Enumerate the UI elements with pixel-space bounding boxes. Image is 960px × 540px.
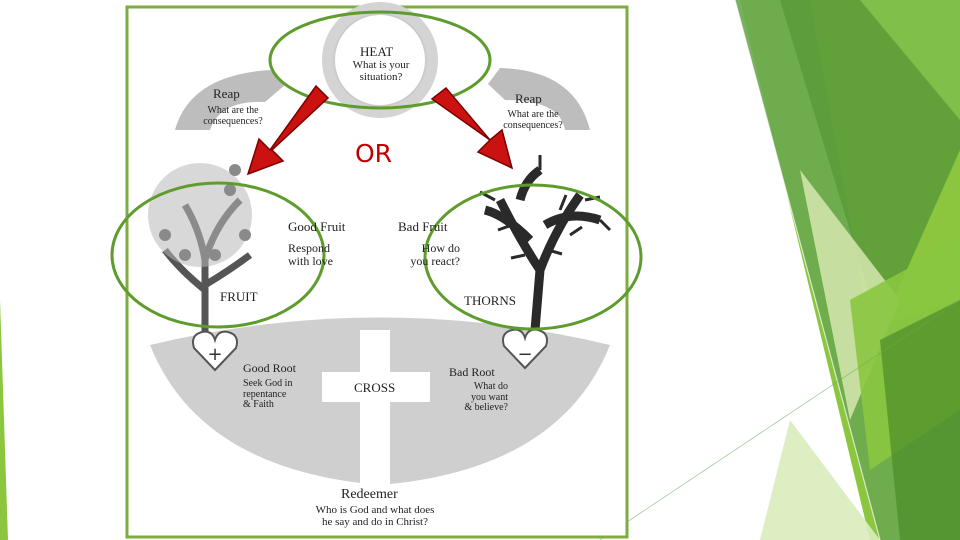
thorn-tree-icon: [479, 155, 612, 331]
good-root-subtitle: Seek God in repentance & Faith: [243, 378, 293, 410]
cross-label: CROSS: [354, 380, 396, 395]
or-label: OR: [355, 139, 393, 168]
svg-text:+: +: [207, 344, 222, 365]
redeemer-title: Redeemer: [341, 487, 398, 502]
bad-fruit-subtitle: How do you react?: [410, 241, 460, 268]
svg-text:−: −: [517, 344, 532, 365]
thorns-label: THORNS: [464, 293, 517, 308]
redeemer-subtitle: Who is God and what does he say and do i…: [315, 504, 435, 528]
cross-icon: [322, 330, 430, 520]
arrow-to-bad-fruit-icon: [430, 86, 514, 170]
reap-left-subtitle: What are the consequences?: [203, 105, 263, 127]
good-root-heart-icon: +: [192, 330, 238, 372]
left-accent-sliver: [0, 300, 8, 540]
good-fruit-subtitle: Respond with love: [288, 241, 333, 268]
decorative-green-facets: [599, 0, 960, 540]
bad-root-subtitle: What do you want & believe?: [464, 381, 508, 413]
reap-right-subtitle: What are the consequences?: [503, 109, 563, 131]
heat-subtitle: What is your situation?: [352, 59, 410, 83]
good-root-title: Good Root: [243, 361, 297, 375]
fruit-highlight-circle: [110, 181, 326, 329]
arrow-to-good-fruit-icon: [246, 84, 330, 176]
heat-title: HEAT: [360, 44, 394, 59]
reap-left-title: Reap: [213, 86, 240, 101]
fruit-label: FRUIT: [220, 289, 258, 304]
reap-left-arrow-icon: [175, 70, 285, 130]
reap-right-title: Reap: [515, 91, 542, 106]
bad-fruit-title: Bad Fruit: [398, 219, 448, 234]
bad-root-heart-icon: −: [502, 328, 548, 370]
thorns-highlight-circle: [423, 183, 643, 331]
bad-root-title: Bad Root: [449, 365, 495, 379]
reap-right-arrow-icon: [488, 68, 590, 130]
heat-highlight-circle: [268, 10, 492, 110]
sun-icon: [322, 2, 438, 118]
good-fruit-title: Good Fruit: [288, 219, 346, 234]
